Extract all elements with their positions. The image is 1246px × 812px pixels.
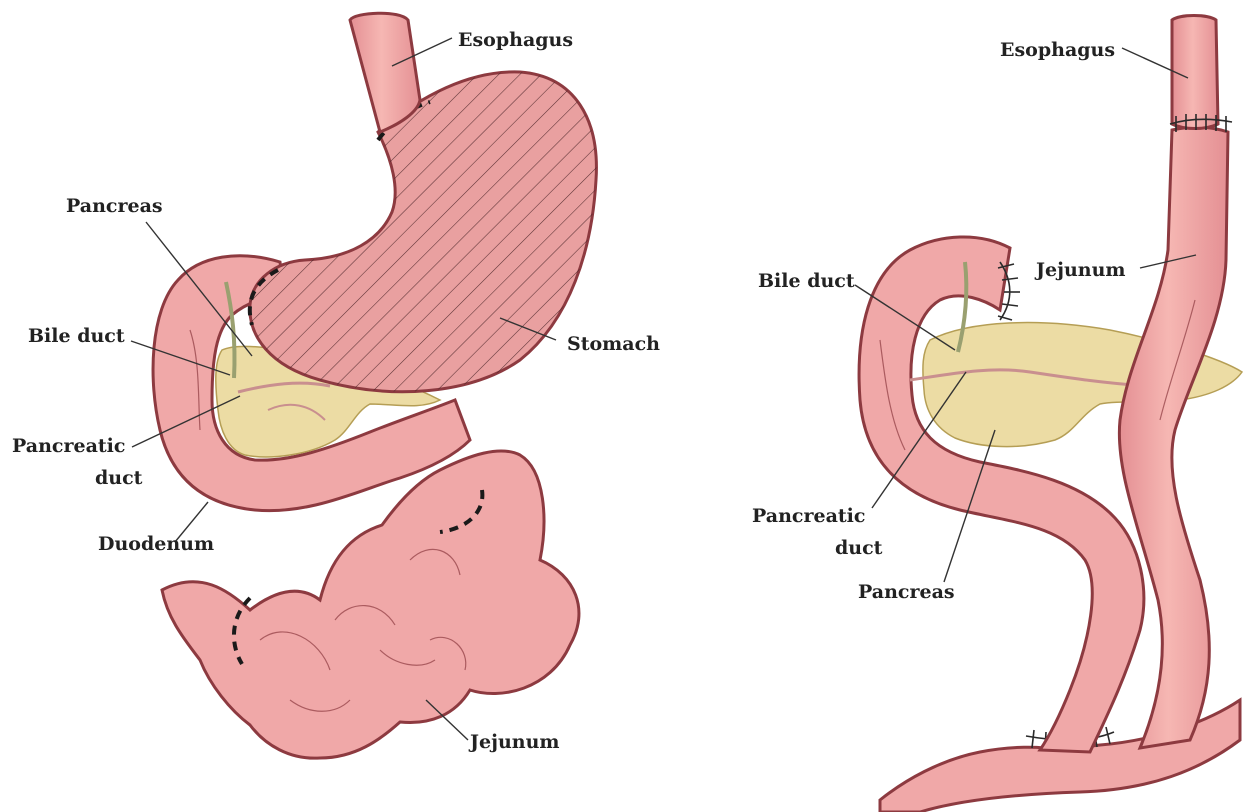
- right-label-bile-duct: Bile duct: [758, 270, 855, 292]
- left-label-duodenum: Duodenum: [98, 533, 214, 555]
- right-jejunum-shape: [1119, 127, 1228, 748]
- right-label-esophagus: Esophagus: [1000, 39, 1115, 61]
- left-label-jejunum: Jejunum: [468, 731, 560, 753]
- left-label-esophagus: Esophagus: [458, 29, 573, 51]
- right-duodenum-shape: [859, 237, 1144, 752]
- left-label-pancreatic-duct-line2: duct: [95, 467, 143, 489]
- right-label-pancreatic-duct-line2: duct: [835, 537, 883, 559]
- left-label-pancreatic-duct-line1: Pancreatic: [12, 435, 125, 457]
- left-stomach-shape: [250, 72, 597, 392]
- left-esophagus-shape: [350, 13, 420, 132]
- left-label-stomach: Stomach: [567, 333, 660, 355]
- right-panel: Esophagus Jejunum Bile duct Pancreatic d…: [752, 16, 1242, 812]
- right-label-jejunum: Jejunum: [1034, 259, 1126, 281]
- right-label-pancreas: Pancreas: [858, 581, 955, 603]
- left-panel: Esophagus Pancreas Bile duct Stomach Pan…: [12, 13, 660, 758]
- left-label-pancreas: Pancreas: [66, 195, 163, 217]
- left-label-bile-duct: Bile duct: [28, 325, 125, 347]
- right-label-pancreatic-duct-line1: Pancreatic: [752, 505, 865, 527]
